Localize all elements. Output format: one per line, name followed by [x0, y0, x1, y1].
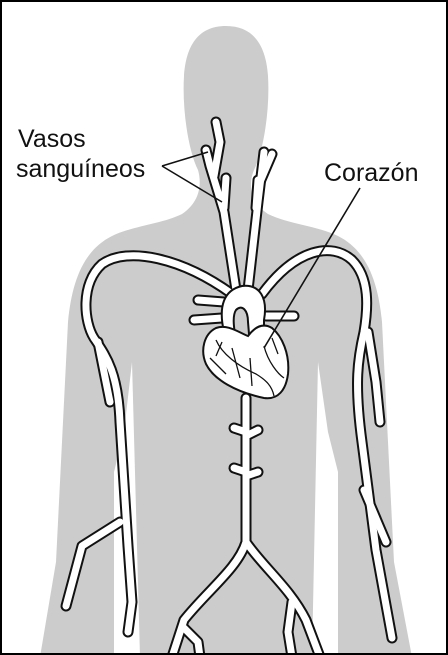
blood-vessels-label: Vasos	[18, 126, 86, 153]
heart-label: Corazón	[324, 160, 419, 187]
blood-vessels-label-line2: sanguíneos	[16, 156, 145, 183]
